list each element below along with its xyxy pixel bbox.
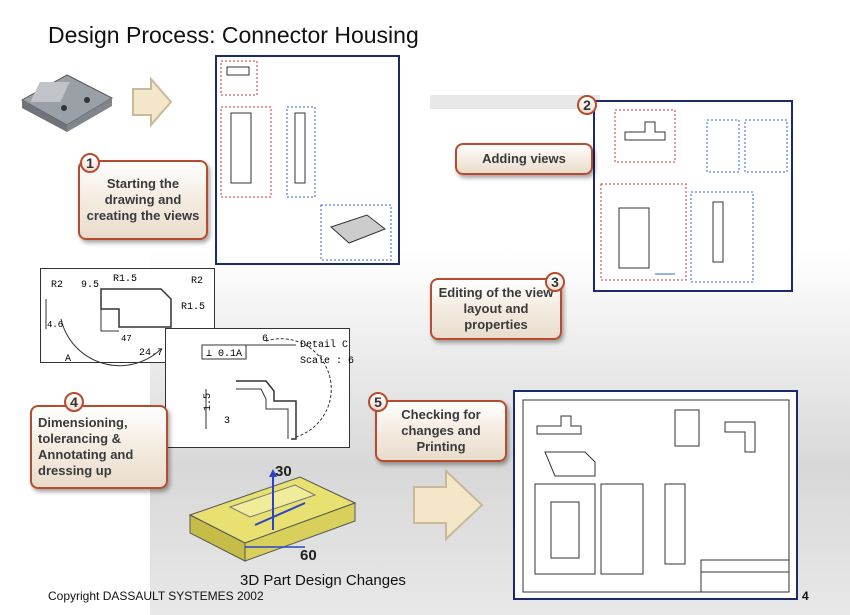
dim-r2-right: R2 — [191, 276, 203, 287]
step-badge-4: 4 — [64, 392, 84, 412]
detail-dim-left: 1.5 — [203, 393, 214, 411]
tolerance-datum: A — [236, 349, 242, 360]
dim-47: 47 — [121, 334, 132, 344]
step-badge-1: 1 — [80, 153, 100, 173]
step-badge-2: 2 — [577, 95, 597, 115]
dimensioned-view-drawing: R2 9.5 R1.5 R2 R1.5 4.6 47 24.7 A — [40, 268, 215, 367]
dim-24-7: 24.7 — [139, 348, 163, 359]
detail-dim-bottom: 3 — [224, 416, 230, 427]
step-label-4: Dimensioning, tolerancing & Annotating a… — [38, 415, 134, 478]
detail-title: Detail C — [300, 339, 348, 351]
dim-r1-5-right: R1.5 — [181, 302, 205, 313]
step-badge-5: 5 — [368, 392, 388, 412]
model-dim-horizontal: 60 — [300, 547, 317, 564]
detail-scale: Scale : 6 — [300, 355, 354, 367]
dim-4-6: 4.6 — [47, 320, 63, 330]
model-caption: 3D Part Design Changes — [240, 572, 406, 589]
connector-part-3d-icon — [20, 74, 114, 132]
drawing-sheet-initial — [215, 55, 400, 265]
connector-part-3d-model — [188, 469, 357, 562]
drawing-sheet-views-added — [593, 100, 793, 292]
step-label-3: Editing of the view layout and propertie… — [438, 285, 554, 332]
dim-r1-5-top: R1.5 — [113, 274, 137, 285]
step-badge-3: 3 — [545, 272, 565, 292]
datum-label-a: A — [65, 354, 71, 365]
dim-9-5: 9.5 — [81, 280, 99, 291]
copyright-notice: Copyright DASSAULT SYSTEMES 2002 — [48, 589, 264, 603]
page-title: Design Process: Connector Housing — [48, 22, 419, 48]
step-box-2: Adding views — [455, 143, 593, 175]
step-label-5: Checking for changes and Printing — [401, 407, 481, 454]
step-label-1: Starting the drawing and creating the vi… — [86, 176, 200, 223]
step-box-1: Starting the drawing and creating the vi… — [78, 160, 208, 240]
step-box-5: Checking for changes and Printing — [375, 400, 507, 462]
connector-band — [430, 95, 600, 109]
arrow-right-icon — [132, 76, 173, 128]
step-box-4: Dimensioning, tolerancing & Annotating a… — [30, 405, 168, 489]
step-label-2: Adding views — [482, 151, 566, 166]
dim-r2-left: R2 — [51, 280, 63, 291]
tolerance-value: ⊥ 0.1 — [206, 349, 236, 360]
final-drawing-sheet — [513, 390, 798, 600]
detail-dim-top: 6 — [262, 334, 268, 345]
model-dim-vertical: 30 — [275, 463, 292, 480]
arrow-right-large-icon — [413, 468, 484, 542]
page-number: 4 — [802, 589, 809, 603]
step-box-3: Editing of the view layout and propertie… — [430, 278, 562, 340]
detail-c-drawing: ⊥ 0.1 A 6 Detail C Scale : 6 1.5 3 — [165, 328, 354, 448]
